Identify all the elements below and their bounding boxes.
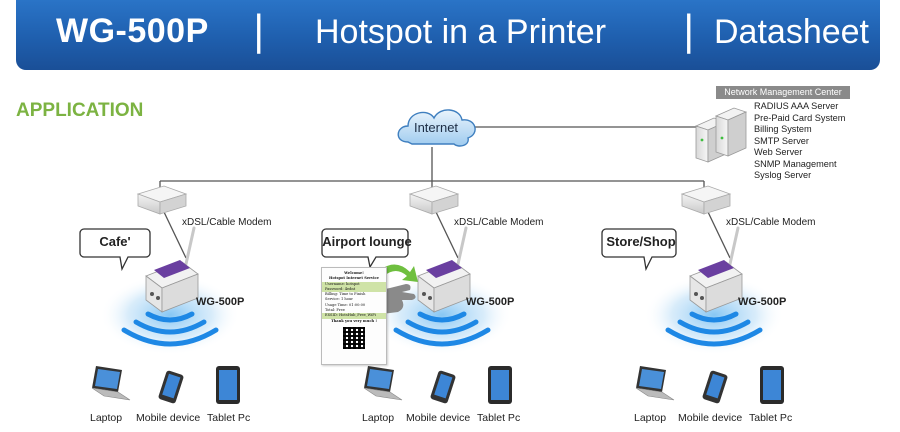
hotspot-receipt: Welcome! Hotspot Internet Service Userna… xyxy=(321,267,387,365)
modem-label: xDSL/Cable Modem xyxy=(182,217,272,228)
nmc-service: Web Server xyxy=(754,147,803,157)
tablet-icon xyxy=(760,366,784,404)
client-label: Laptop xyxy=(362,412,395,424)
tablet-icon xyxy=(216,366,240,404)
client-label: Mobile device xyxy=(136,412,201,424)
device-model-label: WG-500P xyxy=(738,296,787,308)
location-bubble xyxy=(79,228,151,272)
nmc-service: SMTP Server xyxy=(754,135,809,146)
site-name: Cafe' xyxy=(99,234,131,249)
arrow-icon xyxy=(380,264,418,282)
document-type: Datasheet xyxy=(714,13,869,51)
location-bubble xyxy=(601,228,677,272)
receipt-line: Usage Time: 01:00:00 xyxy=(325,302,366,307)
internet-label: Internet xyxy=(413,120,459,135)
tablet-icon xyxy=(488,366,512,404)
modem-icon xyxy=(680,185,732,215)
receipt-line: Service: 1 hour xyxy=(325,297,353,302)
receipt-line: Total: Free xyxy=(325,308,345,313)
client-label: Laptop xyxy=(90,412,123,424)
link-line xyxy=(707,211,731,259)
server-icon xyxy=(714,107,748,157)
nmc-service: RADIUS AAA Server xyxy=(754,101,839,111)
modem-label: xDSL/Cable Modem xyxy=(454,217,544,228)
wifi-signal-icon xyxy=(665,311,763,347)
nmc-title: Network Management Center xyxy=(716,86,850,99)
mobile-device-icon xyxy=(158,370,184,404)
product-tagline: Hotspot in a Printer xyxy=(315,13,607,51)
nmc-service: Pre-Paid Card System xyxy=(754,112,846,123)
wifi-signal-icon xyxy=(121,311,219,347)
qr-code-icon xyxy=(343,326,365,349)
nmc-service-list: RADIUS AAA Server Pre-Paid Card System B… xyxy=(754,101,845,182)
nmc-service: Syslog Server xyxy=(754,170,812,180)
link-line xyxy=(435,211,459,259)
mobile-device-icon xyxy=(430,370,456,404)
client-label: Mobile device xyxy=(406,412,471,424)
site-name: Airport lounge xyxy=(322,234,412,249)
wifi-signal-icon xyxy=(393,311,491,347)
link-line xyxy=(163,211,187,259)
modem-icon xyxy=(408,185,460,215)
laptop-icon xyxy=(363,366,403,401)
laptop-icon xyxy=(91,366,131,401)
nmc-service: Billing System xyxy=(754,124,812,134)
receipt-line: Thank you very much ! xyxy=(331,318,377,323)
mobile-device-icon xyxy=(702,370,728,404)
device-model-label: WG-500P xyxy=(466,296,515,308)
receipt-line: Welcome! xyxy=(344,271,364,275)
site-name: Store/Shop xyxy=(606,234,676,249)
receipt-line: Billing: Time to Finish xyxy=(325,292,366,297)
location-bubble xyxy=(321,228,409,269)
internet-cloud-icon xyxy=(397,109,476,147)
receipt-line: ESSID: HotsHub_Free_WiFi xyxy=(322,313,386,319)
printer-icon xyxy=(689,226,743,313)
printer-icon xyxy=(145,226,199,313)
product-model: WG-500P xyxy=(56,12,209,50)
receipt-line: Username: hotspot xyxy=(322,281,386,287)
header-separator: | xyxy=(682,8,696,54)
receipt-line: Password: 4ednt xyxy=(322,286,386,293)
client-label: Tablet Pc xyxy=(207,412,251,424)
section-title: APPLICATION xyxy=(16,100,144,121)
modem-label: xDSL/Cable Modem xyxy=(726,217,816,228)
receipt-line: Hotspot Internet Service xyxy=(329,276,379,281)
header-banner: WG-500P | Hotspot in a Printer | Datashe… xyxy=(16,0,880,70)
printer-icon xyxy=(417,226,471,313)
client-label: Tablet Pc xyxy=(477,412,521,424)
header-separator: | xyxy=(252,8,266,54)
client-label: Laptop xyxy=(634,412,667,424)
modem-icon xyxy=(136,185,188,215)
device-model-label: WG-500P xyxy=(196,296,245,308)
laptop-icon xyxy=(635,366,675,401)
client-label: Mobile device xyxy=(678,412,743,424)
client-label: Tablet Pc xyxy=(749,412,793,424)
nmc-service: SNMP Management xyxy=(754,158,837,169)
